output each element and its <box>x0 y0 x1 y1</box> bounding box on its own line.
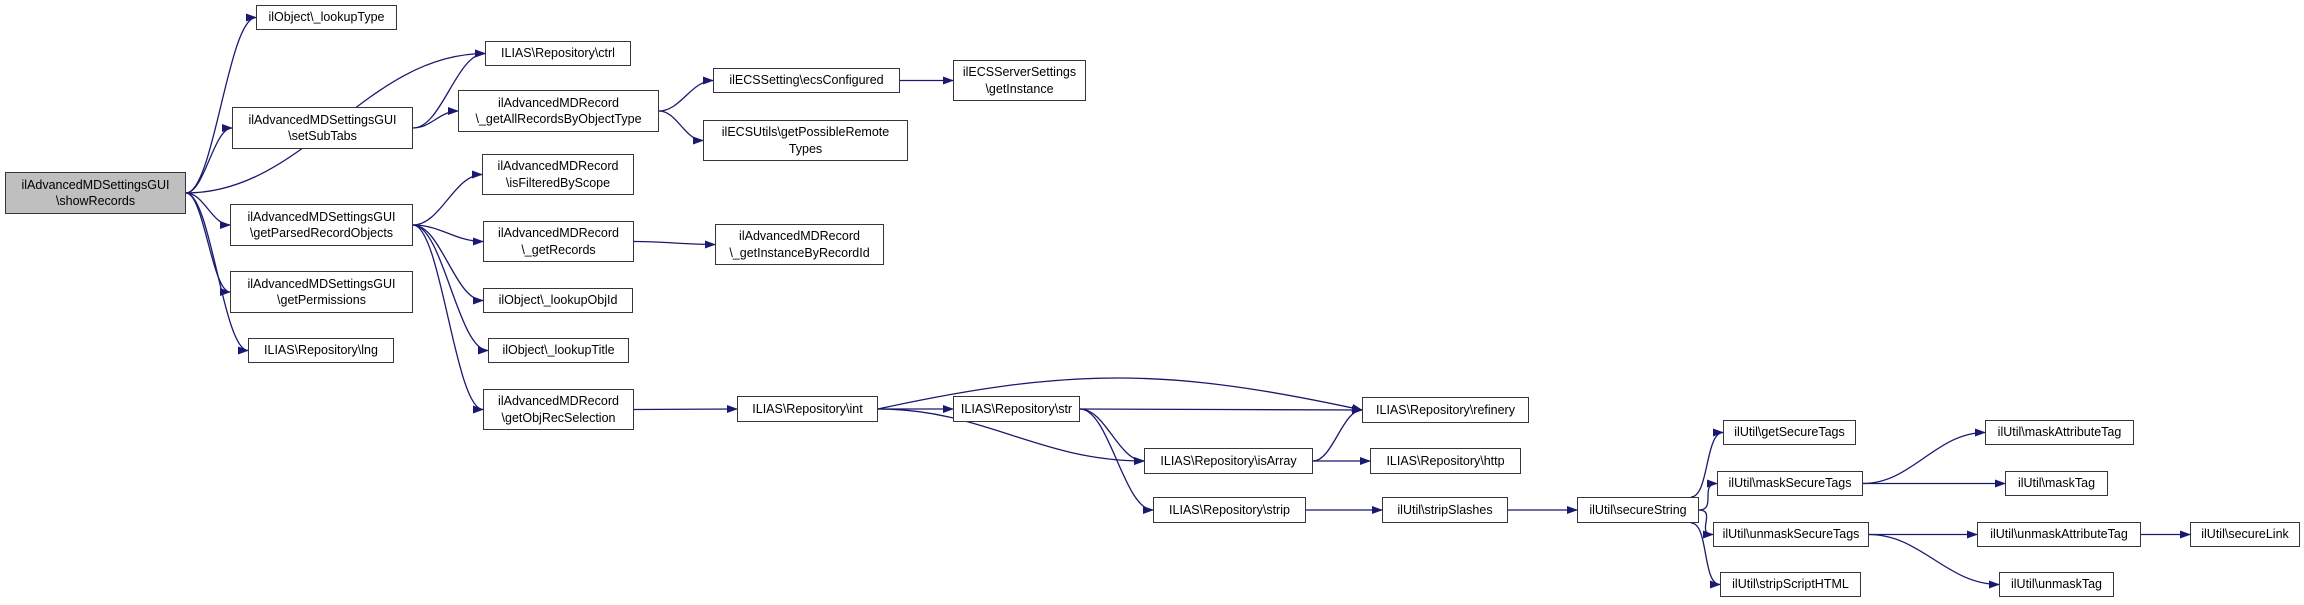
edge-showRecords-to-setSubTabs <box>185 124 233 194</box>
node-setSubTabs[interactable]: ilAdvancedMDSettingsGUI \setSubTabs <box>232 107 413 149</box>
edge-unmaskSecureTags-to-unmaskTag <box>1868 533 2000 589</box>
edge-setSubTabs-to-getAllRecords <box>412 107 459 129</box>
node-getPossibleRemoteTypes[interactable]: ilECSUtils\getPossibleRemote Types <box>703 120 908 161</box>
edge-getRecords-to-getInstanceByRecordId <box>633 240 716 249</box>
edge-secureString-to-maskSecureTags <box>1698 479 1718 511</box>
node-stripSlashes[interactable]: ilUtil\stripSlashes <box>1382 497 1508 523</box>
node-getInstance[interactable]: ilECSServerSettings \getInstance <box>953 60 1086 101</box>
node-getObjRecSelection[interactable]: ilAdvancedMDRecord \getObjRecSelection <box>483 389 634 430</box>
node-lookupType[interactable]: ilObject\_lookupType <box>256 5 397 30</box>
node-unmaskTag[interactable]: ilUtil\unmaskTag <box>1999 572 2114 597</box>
node-getRecords[interactable]: ilAdvancedMDRecord \_getRecords <box>483 221 634 262</box>
edge-int-to-isArray <box>877 408 1145 465</box>
edge-showRecords-to-lookupType <box>185 13 257 194</box>
edge-showRecords-to-lng <box>185 192 249 355</box>
node-getParsedRecordObjects[interactable]: ilAdvancedMDSettingsGUI \getParsedRecord… <box>230 204 413 246</box>
edge-getParsedRecordObjects-to-lookupObjId <box>412 224 484 305</box>
edge-getParsedRecordObjects-to-isFilteredByScope <box>412 170 483 226</box>
node-secureLink[interactable]: ilUtil\secureLink <box>2190 522 2300 547</box>
edge-isArray-to-refinery <box>1312 406 1363 462</box>
node-unmaskAttributeTag[interactable]: ilUtil\unmaskAttributeTag <box>1977 522 2141 547</box>
edge-secureString-to-getSecureTags <box>1690 428 1724 498</box>
edge-str-to-strip <box>1079 408 1154 514</box>
edge-getAllRecords-to-ecsConfigured <box>658 76 714 112</box>
node-refinery[interactable]: ILIAS\Repository\refinery <box>1362 397 1529 423</box>
node-ecsConfigured[interactable]: ilECSSetting\ecsConfigured <box>713 68 900 93</box>
node-maskAttributeTag[interactable]: ilUtil\maskAttributeTag <box>1985 420 2134 445</box>
node-showRecords[interactable]: ilAdvancedMDSettingsGUI \showRecords <box>5 172 186 214</box>
edge-setSubTabs-to-ctrl <box>412 49 486 129</box>
edge-maskSecureTags-to-maskAttributeTag <box>1862 428 1986 485</box>
edge-getParsedRecordObjects-to-lookupTitle <box>412 224 489 355</box>
node-getPermissions[interactable]: ilAdvancedMDSettingsGUI \getPermissions <box>230 271 413 313</box>
edge-showRecords-to-getPermissions <box>185 192 231 296</box>
node-unmaskSecureTags[interactable]: ilUtil\unmaskSecureTags <box>1713 522 1869 547</box>
node-maskTag[interactable]: ilUtil\maskTag <box>2005 471 2108 496</box>
edge-secureString-to-unmaskSecureTags <box>1698 509 1714 539</box>
edge-str-to-isArray <box>1079 408 1145 465</box>
node-ctrl[interactable]: ILIAS\Repository\ctrl <box>485 41 631 66</box>
node-lookupObjId[interactable]: ilObject\_lookupObjId <box>483 288 633 313</box>
edge-int-to-refinery <box>877 377 1363 412</box>
node-secureString[interactable]: ilUtil\secureString <box>1577 497 1699 523</box>
node-http[interactable]: ILIAS\Repository\http <box>1370 448 1521 474</box>
node-isFilteredByScope[interactable]: ilAdvancedMDRecord \isFilteredByScope <box>482 154 634 195</box>
edge-getParsedRecordObjects-to-getObjRecSelection <box>412 224 484 414</box>
node-lng[interactable]: ILIAS\Repository\lng <box>248 338 394 363</box>
edge-getAllRecords-to-getPossibleRemoteTypes <box>658 110 704 145</box>
node-getInstanceByRecordId[interactable]: ilAdvancedMDRecord \_getInstanceByRecord… <box>715 224 884 265</box>
node-lookupTitle[interactable]: ilObject\_lookupTitle <box>488 338 629 363</box>
edge-getObjRecSelection-to-int <box>633 405 738 414</box>
edge-str-to-refinery <box>1079 405 1363 414</box>
node-maskSecureTags[interactable]: ilUtil\maskSecureTags <box>1717 471 1863 496</box>
node-str[interactable]: ILIAS\Repository\str <box>953 396 1080 422</box>
node-int[interactable]: ILIAS\Repository\int <box>737 396 878 422</box>
node-stripScriptHTML[interactable]: ilUtil\stripScriptHTML <box>1720 572 1861 597</box>
node-getAllRecords[interactable]: ilAdvancedMDRecord \_getAllRecordsByObje… <box>458 90 659 132</box>
node-isArray[interactable]: ILIAS\Repository\isArray <box>1144 448 1313 474</box>
node-strip[interactable]: ILIAS\Repository\strip <box>1153 497 1306 523</box>
edge-getParsedRecordObjects-to-getRecords <box>412 224 484 246</box>
edge-secureString-to-stripScriptHTML <box>1690 522 1721 589</box>
edge-showRecords-to-getParsedRecordObjects <box>185 192 231 229</box>
node-getSecureTags[interactable]: ilUtil\getSecureTags <box>1723 420 1856 445</box>
